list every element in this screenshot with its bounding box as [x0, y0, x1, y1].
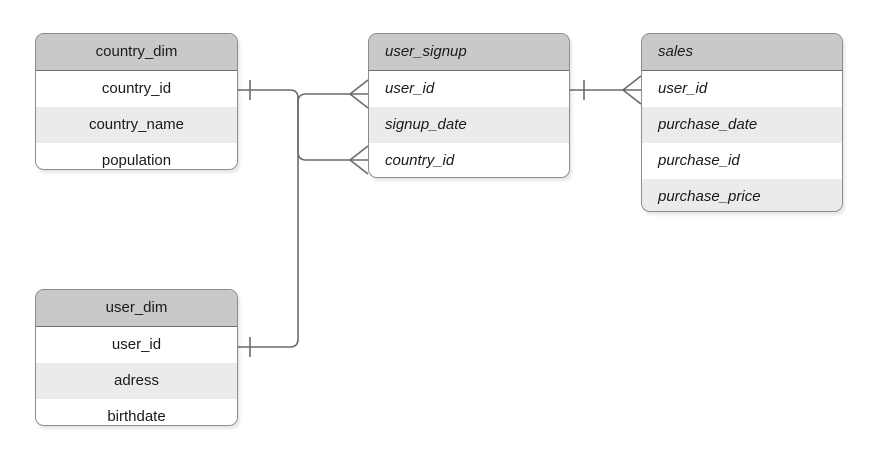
- entity-title-user-dim: user_dim: [36, 290, 237, 327]
- attribute-row[interactable]: birthdate: [36, 399, 237, 425]
- attribute-row[interactable]: signup_date: [369, 107, 569, 143]
- attribute-row[interactable]: adress: [36, 363, 237, 399]
- connector-user-dim-to-user-signup: [238, 102, 299, 348]
- attribute-row[interactable]: population: [36, 143, 237, 169]
- connector-country-dim-to-user-signup-country-id: [297, 98, 350, 161]
- entity-country-dim[interactable]: country_dim country_id country_name popu…: [35, 33, 238, 170]
- crowsfoot-user-signup-country-id: [349, 145, 369, 175]
- crowsfoot-user-signup-user-id: [349, 79, 369, 109]
- entity-user-signup[interactable]: user_signup user_id signup_date country_…: [368, 33, 570, 178]
- connector-country-dim-to-user-signup-user-id: [238, 89, 350, 103]
- entity-title-country-dim: country_dim: [36, 34, 237, 71]
- attribute-row[interactable]: purchase_id: [642, 143, 842, 179]
- attribute-row[interactable]: user_id: [642, 71, 842, 107]
- attribute-row[interactable]: country_name: [36, 107, 237, 143]
- attribute-row[interactable]: user_id: [36, 327, 237, 363]
- entity-title-sales: sales: [642, 34, 842, 71]
- entity-sales[interactable]: sales user_id purchase_date purchase_id …: [641, 33, 843, 212]
- attribute-row[interactable]: purchase_price: [642, 179, 842, 211]
- entity-title-user-signup: user_signup: [369, 34, 569, 71]
- attribute-row[interactable]: country_id: [36, 71, 237, 107]
- crowsfoot-sales-user-id: [622, 75, 642, 105]
- entity-user-dim[interactable]: user_dim user_id adress birthdate: [35, 289, 238, 426]
- attribute-row[interactable]: purchase_date: [642, 107, 842, 143]
- attribute-row[interactable]: user_id: [369, 71, 569, 107]
- attribute-row[interactable]: country_id: [369, 143, 569, 177]
